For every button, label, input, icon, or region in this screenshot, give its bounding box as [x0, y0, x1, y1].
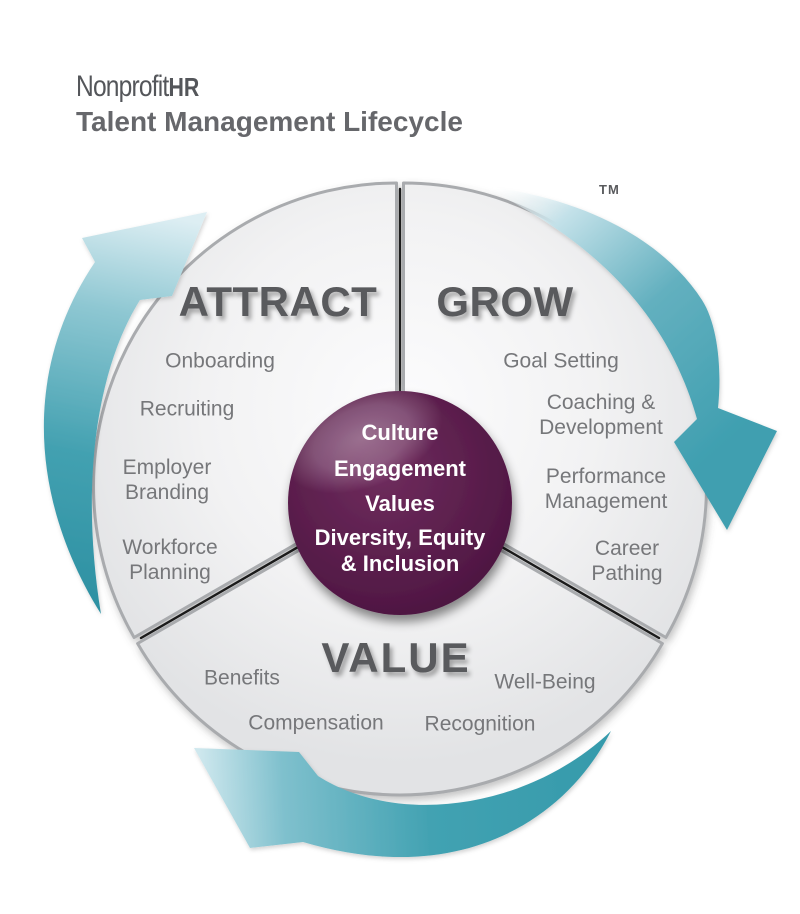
value-item-compensation: Compensation: [248, 711, 384, 735]
grow-item-career-pathing: Career Pathing: [591, 537, 663, 585]
value-heading: VALUE: [321, 634, 471, 681]
attract-item-employer-branding: Employer Branding: [122, 456, 212, 504]
attract-heading: ATTRACT: [178, 278, 378, 325]
logo-text-bold: HR: [168, 72, 200, 102]
logo-text: Nonprofit: [76, 70, 169, 103]
cycle-arrow-left-icon: [43, 212, 207, 614]
cycle-arrow-top-right-icon: [481, 186, 777, 530]
grow-heading: GROW: [436, 278, 574, 325]
segment-value: [136, 490, 664, 797]
value-item-benefits: Benefits: [204, 666, 280, 690]
grow-item-coaching-development: Coaching & Development: [539, 391, 663, 439]
value-item-recognition: Recognition: [424, 712, 536, 736]
grow-item-performance-management: Performance Management: [544, 465, 668, 513]
attract-item-recruiting: Recruiting: [139, 397, 235, 421]
cycle-arrow-bottom-icon: [194, 731, 611, 858]
attract-item-onboarding: Onboarding: [165, 349, 275, 373]
center-item-engagement: Engagement: [333, 456, 467, 481]
center-item-culture: Culture: [361, 420, 439, 445]
attract-item-workforce-planning: Workforce Planning: [122, 536, 218, 584]
center-circle-gloss: [281, 382, 443, 494]
trademark-symbol: TM: [599, 182, 620, 197]
value-item-well-being: Well-Being: [494, 670, 596, 694]
nonprofit-hr-logo: NonprofitHR: [76, 70, 199, 104]
center-item-diversity-equity-inclusion: Diversity, Equity & Inclusion: [314, 525, 486, 576]
center-item-values: Values: [365, 491, 435, 516]
page-title: Talent Management Lifecycle: [76, 106, 463, 137]
grow-item-goal-setting: Goal Setting: [503, 349, 619, 373]
